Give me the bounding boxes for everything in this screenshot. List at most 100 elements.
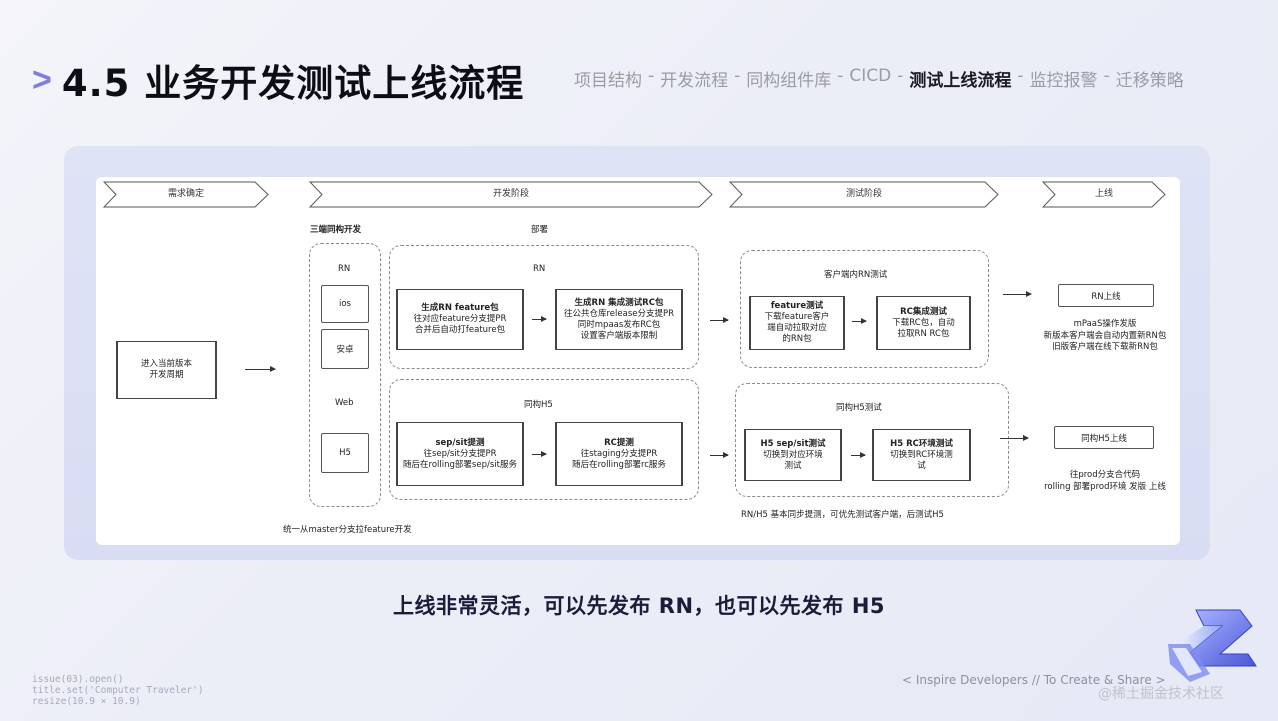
box-line: 往sep/sit分支提PR	[423, 448, 497, 459]
stacked-3d-logo-icon	[1168, 609, 1257, 682]
box-line: 切换到对应环境	[763, 449, 823, 460]
watermark-text: @稀土掘金技术社区	[1098, 686, 1224, 702]
h5-test-title: 同构H5测试	[836, 403, 882, 413]
arrow-icon	[710, 317, 729, 323]
release-rn-box: RN上线	[1058, 284, 1154, 307]
phase-label: 需求确定	[167, 189, 204, 199]
box-line: 拉取RN RC包	[897, 328, 950, 339]
dev-label: 三端同构开发	[310, 225, 362, 235]
arrow-icon	[1000, 435, 1029, 441]
box-heading: feature测试	[770, 301, 824, 311]
platform-android: 安卓	[321, 329, 369, 369]
box-line: 往对应feature分支提PR	[413, 314, 507, 324]
deploy-label: 部署	[531, 225, 549, 235]
box-line: 试	[917, 460, 926, 471]
platform-ios: ios	[321, 285, 369, 323]
note-line: 新版本客户端会自动内置新RN包	[1043, 330, 1167, 341]
nav-item-migration[interactable]: 迁移策略	[1115, 71, 1184, 91]
entry-box: 进入当前版本 开发周期	[116, 341, 217, 399]
release-h5-notes: 往prod分支合代码 rolling 部署prod环境 发版 上线	[1025, 470, 1185, 493]
h5-dev-group	[389, 379, 699, 500]
box-line: 测试	[784, 460, 802, 471]
slide-title: 4.5 业务开发测试上线流程	[61, 62, 525, 105]
arrow-icon	[532, 316, 547, 322]
phase-testing: 测试阶段	[729, 181, 999, 208]
code-decoration: issue(03).open() title.set('Computer Tra…	[32, 674, 204, 707]
arrow-icon	[532, 451, 547, 457]
nav-separator: -	[897, 66, 904, 86]
nav-separator: -	[648, 66, 655, 86]
box-line: 合并后自动打feature包	[414, 325, 506, 335]
nav-separator: -	[837, 66, 844, 86]
chevron-right-icon: >	[32, 60, 52, 99]
nav-item-structure[interactable]: 项目结构	[574, 71, 642, 91]
rn-rc-box: 生成RN 集成测试RC包 往公共仓库release分支提PR 同时mpaas发布…	[555, 289, 683, 350]
note-line: 旧版客户端在线下载新RN包	[1052, 342, 1158, 352]
box-line: 随后在rolling部署rc服务	[572, 459, 666, 470]
rn-feature-box: 生成RN feature包 往对应feature分支提PR 合并后自动打feat…	[396, 289, 524, 350]
h5-group-title: 同构H5	[524, 400, 553, 410]
note-line: 往prod分支合代码	[1069, 470, 1141, 480]
platform-web: Web	[335, 398, 354, 408]
slide-subtitle: 上线非常灵活，可以先发布 RN，也可以先发布 H5	[392, 594, 886, 618]
phase-label: 上线	[1094, 189, 1113, 199]
note-line: mPaaS操作发版	[1073, 319, 1137, 329]
arrow-icon	[710, 452, 729, 458]
platforms-group	[309, 243, 381, 507]
box-line: 往staging分支提PR	[580, 448, 658, 459]
h5-test-group	[735, 383, 1009, 497]
nav-item-dev-flow[interactable]: 开发流程	[660, 71, 729, 91]
rn-rc-test-box: RC集成测试 下载RC包，自动 拉取RN RC包	[876, 296, 971, 350]
h5-sit-test-box: H5 sep/sit测试 切换到对应环境 测试	[744, 429, 842, 481]
box-line: 设置客户端版本限制	[580, 330, 658, 341]
test-note: RN/H5 基本同步提测，可优先测试客户端，后测试H5	[741, 510, 944, 520]
nav-separator: -	[1103, 66, 1110, 86]
release-h5-box: 同构H5上线	[1054, 426, 1154, 449]
box-line: 往公共仓库release分支提PR	[563, 308, 675, 319]
code-line: resize(10.9 × 10.9)	[32, 696, 141, 707]
footer-tagline: < Inspire Developers // To Create & Shar…	[902, 673, 1166, 687]
entry-line: 开发周期	[149, 370, 184, 380]
box-heading: RC提测	[604, 437, 634, 448]
phase-release: 上线	[1042, 181, 1166, 208]
box-heading: H5 RC环境测试	[890, 438, 953, 449]
rn-feature-test-box: feature测试 下载feature客户 端自动拉取对应 的RN包	[749, 296, 845, 350]
nav-item-cicd[interactable]: CICD	[849, 66, 892, 86]
rn-test-title: 客户端内RN测试	[824, 270, 888, 280]
nav-item-components[interactable]: 同构组件库	[746, 71, 832, 91]
nav-item-release-flow[interactable]: 测试上线流程	[909, 71, 1012, 91]
phase-development: 开发阶段	[309, 181, 713, 208]
nav-item-monitoring[interactable]: 监控报警	[1029, 71, 1098, 91]
slide-header: > 4.5 业务开发测试上线流程	[32, 52, 524, 108]
box-line: 下载RC包，自动	[892, 317, 955, 328]
h5-sit-box: sep/sit提测 往sep/sit分支提PR 随后在rolling部署sep/…	[396, 422, 524, 486]
code-line: title.set('Computer Traveler')	[32, 685, 204, 696]
rn-dev-group	[389, 245, 699, 369]
box-line: 下载feature客户	[764, 312, 830, 322]
arrow-icon	[1003, 291, 1032, 297]
phase-label: 开发阶段	[492, 189, 529, 199]
nav-separator: -	[1017, 66, 1024, 86]
box-heading: 生成RN 集成测试RC包	[574, 297, 664, 308]
box-heading: 生成RN feature包	[421, 303, 499, 313]
phase-label: 测试阶段	[845, 189, 882, 199]
box-line: 端自动拉取对应	[767, 323, 827, 333]
box-heading: RC集成测试	[900, 306, 947, 317]
entry-line: 进入当前版本	[140, 359, 192, 369]
phase-requirements: 需求确定	[103, 181, 269, 208]
platform-rn: RN	[338, 264, 351, 274]
h5-rc-test-box: H5 RC环境测试 切换到RC环境测 试	[872, 429, 971, 481]
box-line: 的RN包	[782, 334, 812, 344]
box-line: 同时mpaas发布RC包	[577, 319, 661, 330]
rn-group-title: RN	[533, 264, 546, 274]
box-heading: H5 sep/sit测试	[760, 438, 826, 449]
box-line: 切换到RC环境测	[890, 449, 953, 460]
section-breadcrumb: 项目结构 - 开发流程 - 同构组件库 - CICD - 测试上线流程 - 监控…	[574, 66, 1184, 91]
h5-rc-box: RC提测 往staging分支提PR 随后在rolling部署rc服务	[555, 422, 683, 486]
nav-separator: -	[734, 66, 741, 86]
arrow-icon	[851, 452, 866, 458]
bottom-note: 统一从master分支拉feature开发	[283, 525, 412, 535]
arrow-icon	[852, 318, 867, 324]
release-rn-notes: mPaaS操作发版 新版本客户端会自动内置新RN包 旧版客户端在线下载新RN包	[1025, 319, 1185, 354]
note-line: rolling 部署prod环境 发版 上线	[1044, 481, 1166, 492]
